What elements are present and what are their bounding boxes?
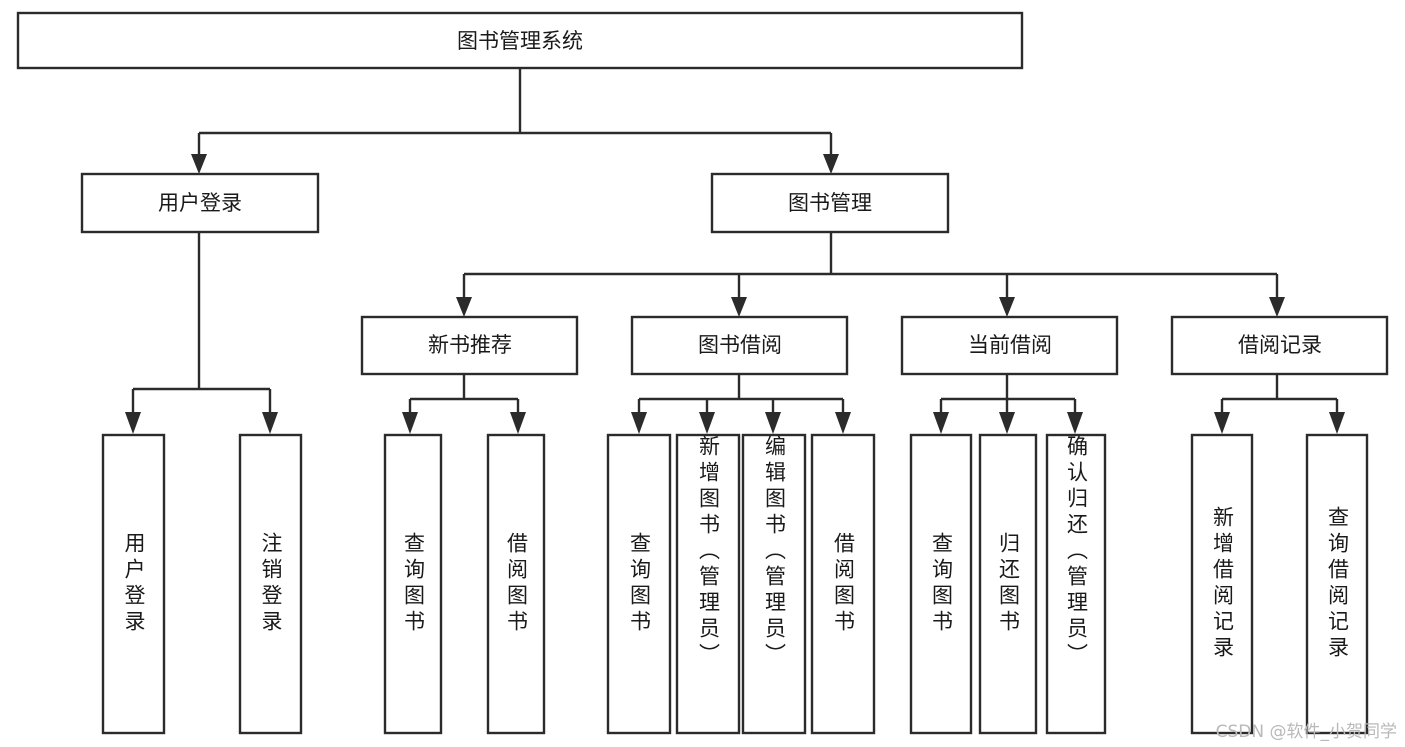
arrow-head-leaf-query-book-2 [631, 412, 647, 434]
connector-root-to-level2 [191, 68, 839, 174]
node-root[interactable]: 图书管理系统 [16, 11, 1024, 70]
arrow-head-current-borrow [999, 297, 1015, 317]
leaf-box-borrow-book-2[interactable] [810, 433, 876, 735]
node-book-manage-box[interactable] [710, 172, 950, 234]
node-current-borrow-label: 当前借阅 [968, 333, 1052, 357]
arrow-head-borrow-record [1269, 297, 1285, 317]
arrow-head-leaf-query-book-3 [933, 412, 949, 434]
node-book-borrow-label: 图书借阅 [698, 333, 782, 357]
arrow-head-book-borrow [731, 297, 747, 317]
arrow-head-leaf-confirm-return [1067, 412, 1083, 434]
node-user-login-box[interactable] [80, 172, 320, 234]
leaf-box-return-book[interactable] [978, 433, 1038, 735]
node-book-manage-label: 图书管理 [788, 191, 872, 215]
node-borrow-record-box[interactable] [1170, 315, 1389, 376]
node-root-box[interactable] [16, 11, 1024, 70]
node-book-borrow[interactable]: 图书借阅 [630, 315, 849, 376]
node-user-login-label: 用户登录 [158, 191, 242, 215]
arrow-head-leaf-edit-book [765, 412, 781, 434]
leaf-box-user-login[interactable] [101, 433, 166, 735]
leaf-box-query-book-2[interactable] [606, 433, 672, 735]
node-current-borrow-box[interactable] [900, 315, 1119, 376]
arrow-head-leaf-borrow-book-2 [835, 412, 851, 434]
arrow-head-user-login [191, 154, 207, 174]
arrow-head-book-manage [823, 154, 839, 174]
leaf-box-add-book[interactable] [675, 433, 741, 735]
leaf-box-add-record[interactable] [1190, 433, 1254, 735]
arrow-head-leaf-query-record [1329, 412, 1345, 434]
node-new-book-recommend-box[interactable] [360, 315, 579, 376]
leaf-box-edit-book[interactable] [741, 433, 807, 735]
leaf-box-logout[interactable] [238, 433, 303, 735]
leaf-box-query-book-3[interactable] [909, 433, 973, 735]
connector-current-borrow-to-leaves [933, 374, 1083, 434]
node-borrow-record-label: 借阅记录 [1238, 333, 1322, 357]
arrow-head-leaf-return-book [999, 412, 1015, 434]
arrow-head-leaf-add-record [1214, 412, 1230, 434]
leaf-box-confirm-return[interactable] [1045, 433, 1107, 735]
arrow-head-leaf-borrow-book-1 [510, 412, 526, 434]
arrow-head-leaf-add-book [699, 412, 715, 434]
connector-new-book-to-leaves [402, 374, 526, 434]
node-current-borrow[interactable]: 当前借阅 [900, 315, 1119, 376]
connector-book-borrow-to-leaves [631, 374, 851, 434]
arrow-head-leaf-query-book-1 [402, 412, 418, 434]
node-borrow-record[interactable]: 借阅记录 [1170, 315, 1389, 376]
node-book-manage[interactable]: 图书管理 [710, 172, 950, 234]
node-book-borrow-box[interactable] [630, 315, 849, 376]
connector-user-login-to-leaves [125, 232, 278, 434]
node-user-login[interactable]: 用户登录 [80, 172, 320, 234]
arrow-head-leaf-logout [262, 412, 278, 434]
leaf-box-borrow-book-1[interactable] [486, 433, 546, 735]
node-new-book-recommend[interactable]: 新书推荐 [360, 315, 579, 376]
node-root-label: 图书管理系统 [457, 29, 583, 53]
arrow-head-new-book [456, 297, 472, 317]
connector-book-manage-to-level3 [456, 232, 1285, 317]
arrow-head-leaf-user-login [125, 412, 141, 434]
leaf-box-query-book-1[interactable] [383, 433, 443, 735]
watermark-text: CSDN @软件_小贺同学 [1215, 722, 1397, 742]
leaf-box-query-record[interactable] [1305, 433, 1369, 735]
node-new-book-recommend-label: 新书推荐 [428, 333, 512, 357]
connector-borrow-record-to-leaves [1214, 374, 1345, 434]
